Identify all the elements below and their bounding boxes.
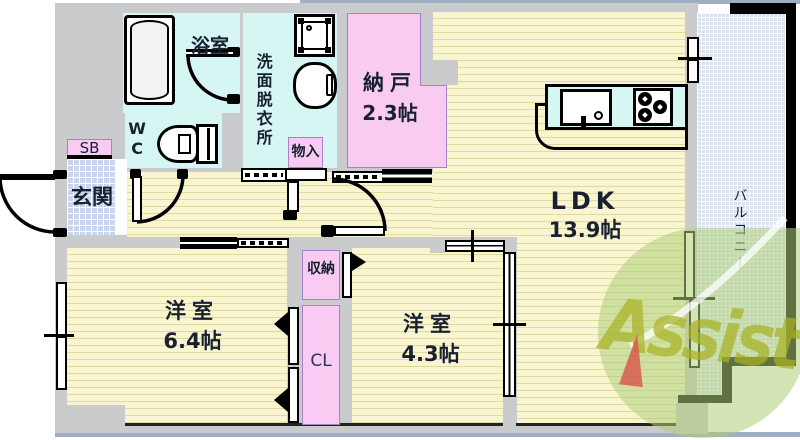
washer-corner-2 (325, 18, 331, 24)
balcony-wall-right (786, 13, 796, 365)
label-shoebox: SB (79, 139, 100, 157)
label-nando: 納戸 (363, 71, 417, 95)
label-monoire: 物入 (291, 144, 320, 160)
label-ldk: LDK (550, 187, 620, 215)
label-bedroom64: 洋室 (165, 299, 219, 323)
partition-stub-bottom (503, 397, 516, 430)
partition-horizontal (445, 240, 505, 252)
cl-door-arrow-1 (274, 312, 288, 336)
entry-door-leaf (0, 174, 55, 180)
label-shuno: 収納 (307, 261, 335, 277)
closet-monoire (288, 137, 323, 168)
closet-cl (302, 305, 340, 425)
entry-door-hinge-top (53, 170, 67, 179)
partition-tick-v (471, 230, 474, 262)
ldk-door-hinge (321, 225, 334, 237)
shuno-door-arrow (352, 253, 366, 271)
entry-door-arc (0, 176, 56, 234)
toilet-tank-line (207, 128, 210, 160)
sb-sill (67, 155, 112, 159)
washer-inner (301, 21, 328, 50)
wc-door-arc (136, 174, 185, 224)
wall-nando-east (420, 12, 433, 85)
bottom-left-block (55, 405, 125, 433)
washer-corner-4 (325, 47, 331, 53)
bath-door-arc (186, 54, 234, 102)
page-top-border (300, 0, 800, 4)
label-entrance: 玄関 (71, 185, 113, 209)
entrance-step (115, 159, 127, 235)
slider-nando-panel (382, 169, 432, 183)
window-west-2 (56, 336, 67, 390)
label-cl: CL (310, 351, 332, 371)
bath-door-hinge-top (227, 47, 240, 57)
page-bottom-border (55, 432, 800, 437)
bath-door-hinge-bottom (227, 94, 240, 104)
ldk-door-arc (332, 177, 387, 232)
label-bedroom43: 洋室 (403, 312, 457, 336)
label-bedroom43-size: 4.3帖 (401, 342, 460, 366)
label-nando-size: 2.3帖 (362, 101, 418, 125)
bath-door-leaf (186, 49, 233, 57)
washer-corner-1 (298, 18, 304, 24)
bathtub-inner (130, 20, 169, 100)
wc-door-hinge-right (177, 169, 188, 179)
slider-bedroom64-panel (180, 237, 237, 249)
partition-tick-h (493, 323, 526, 326)
room-bedroom-43 (352, 248, 503, 425)
toilet-seat (178, 134, 191, 154)
closet-shuno (302, 250, 340, 300)
kitchen-faucet (581, 116, 586, 130)
partition-stub-corner (503, 240, 517, 252)
kitchen-knob (594, 111, 603, 120)
room-storage-nando-ext (420, 85, 447, 168)
balcony-wall-top (730, 3, 796, 14)
label-washroom: 洗面脱衣所 (253, 52, 273, 148)
slider-bedroom64-open (237, 238, 289, 248)
room-bedroom-64 (67, 248, 287, 425)
label-bedroom64-size: 6.4帖 (163, 329, 222, 353)
label-wc: WC (127, 119, 147, 159)
label-ldk-size: 13.9帖 (548, 218, 622, 242)
washer-corner-3 (298, 47, 304, 53)
partition-stub-left (430, 242, 445, 253)
cl-door-leaf-2 (288, 367, 299, 423)
wall-nando-step (433, 60, 458, 85)
shuno-door-leaf (342, 252, 352, 298)
basin (293, 62, 337, 109)
monoire-door-foot (283, 210, 297, 220)
room-entrance (67, 159, 115, 235)
label-bathroom: 浴室 (190, 35, 229, 57)
washer-drain (306, 25, 312, 31)
bedroom-bottom-wall-line (125, 423, 698, 426)
window-kitchen-tick (678, 57, 712, 60)
window-kitchen-2 (687, 59, 699, 83)
monoire-door-bar (285, 168, 327, 181)
kitchen-sink (560, 89, 612, 126)
wc-door-hinge-left (130, 169, 141, 179)
entry-door-hinge-bottom (53, 228, 67, 237)
window-west-tick (44, 334, 74, 337)
basin-faucet (326, 74, 333, 96)
cl-door-arrow-2 (274, 388, 288, 412)
cl-door-leaf-1 (288, 307, 299, 365)
